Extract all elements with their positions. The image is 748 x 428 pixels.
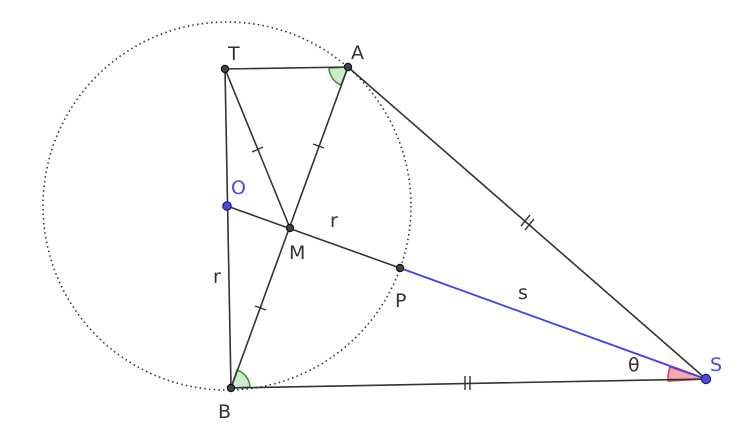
point-S	[700, 373, 712, 385]
segment-TA	[224, 66, 349, 70]
label-T: T	[227, 43, 240, 65]
point-T	[220, 64, 230, 74]
segment-AS	[347, 66, 707, 380]
point-A	[343, 62, 353, 72]
angle-mark-theta	[667, 365, 707, 382]
label-s: s	[518, 282, 528, 304]
label-P: P	[395, 290, 406, 312]
segment-TB	[224, 68, 232, 389]
segment-TM	[224, 68, 291, 229]
label-B: B	[218, 401, 231, 423]
point-M	[285, 223, 295, 233]
label-theta: θ	[628, 354, 640, 376]
segment-OP	[226, 205, 401, 269]
segment-PS	[399, 267, 707, 380]
label-r-left: r	[213, 266, 221, 288]
segment-BS	[230, 378, 707, 389]
tick-AM	[312, 143, 325, 149]
point-O	[222, 201, 232, 211]
circle	[42, 21, 412, 391]
label-M: M	[289, 242, 305, 264]
point-B	[226, 383, 236, 393]
label-r-upper: r	[330, 210, 338, 232]
label-S: S	[710, 354, 722, 376]
label-A: A	[351, 42, 364, 64]
tick-TM	[251, 146, 264, 153]
point-P	[395, 263, 405, 273]
tick-AS-2	[524, 218, 535, 231]
tick-MB	[254, 305, 267, 311]
tick-AS-1	[520, 214, 531, 227]
label-O: O	[231, 177, 246, 199]
